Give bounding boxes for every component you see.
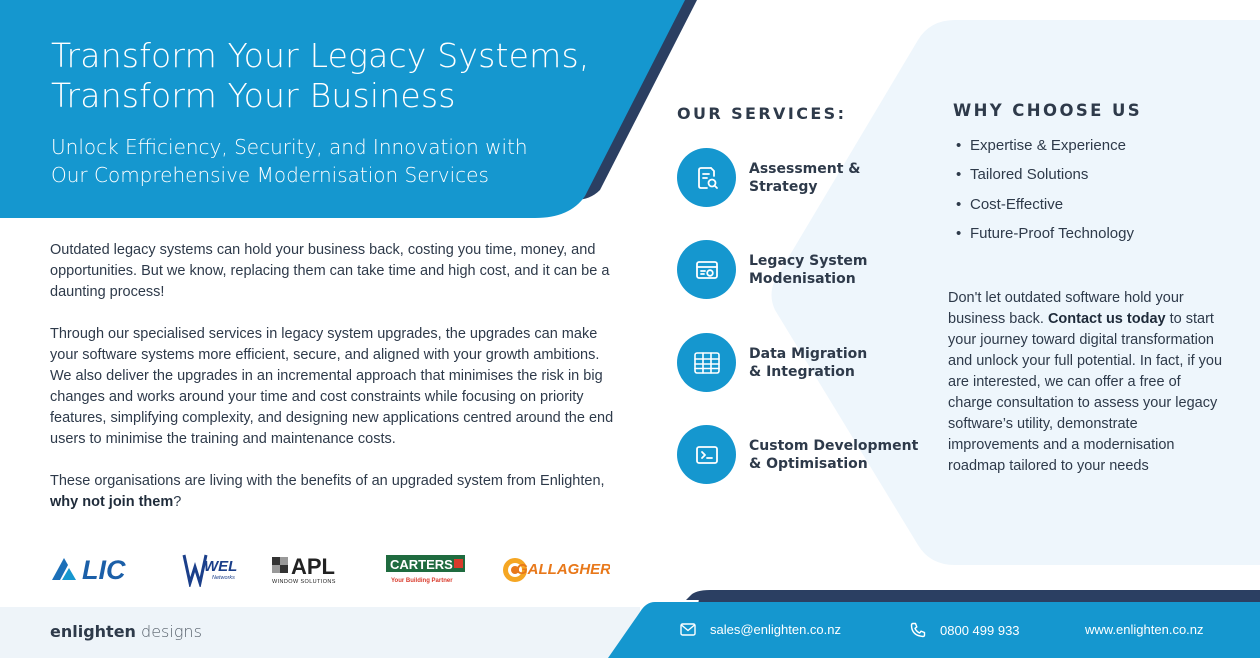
lic-logo-text: LIC bbox=[82, 555, 126, 584]
document-search-icon bbox=[677, 148, 736, 207]
service-custom-development: Custom Development & Optimisation bbox=[677, 425, 927, 485]
carters-logo-subtext: Your Building Partner bbox=[391, 578, 453, 584]
apl-logo-subtext: WINDOW SOLUTIONS bbox=[272, 579, 336, 585]
gallagher-logo-text: GALLAGHER bbox=[516, 561, 610, 578]
mail-icon bbox=[680, 623, 696, 636]
services-heading: OUR SERVICES: bbox=[677, 104, 847, 123]
wel-logo-text: WEL bbox=[204, 558, 237, 575]
why-choose-us-list: •Expertise & Experience •Tailored Soluti… bbox=[956, 131, 1134, 248]
hero-title-line-2: Transform Your Business bbox=[51, 76, 456, 115]
lic-logo: LIC bbox=[50, 548, 150, 588]
why-choose-us-heading: WHY CHOOSE US bbox=[953, 101, 1143, 120]
list-item: •Expertise & Experience bbox=[956, 137, 1126, 154]
carters-logo-text: CARTERS bbox=[390, 557, 453, 572]
hero-subtitle-line-1: Unlock Efficiency, Security, and Innovat… bbox=[51, 135, 528, 159]
service-assessment-strategy: Assessment & Strategy bbox=[677, 148, 927, 208]
footer-phone[interactable]: 0800 499 933 bbox=[910, 622, 1020, 638]
monitor-settings-icon bbox=[677, 240, 736, 299]
apl-logo: APL WINDOW SOLUTIONS bbox=[270, 548, 356, 588]
hero-title: Transform Your Legacy Systems, Transform… bbox=[51, 36, 651, 116]
contact-us-emphasis: Contact us today bbox=[1047, 311, 1166, 327]
intro-paragraph-1: Outdated legacy systems can hold your bu… bbox=[50, 242, 610, 300]
enlighten-designs-logo: enlighten designs bbox=[50, 622, 202, 641]
website-link[interactable]: www.enlighten.co.nz bbox=[1085, 622, 1204, 637]
hero-blue-banner bbox=[0, 0, 685, 218]
hero-subtitle: Unlock Efficiency, Security, and Innovat… bbox=[51, 133, 611, 189]
footer-light-strip bbox=[0, 607, 640, 658]
service-label: Assessment & Strategy bbox=[749, 161, 861, 195]
terminal-icon bbox=[677, 425, 736, 484]
gallagher-logo: GALLAGHER bbox=[498, 548, 610, 588]
wel-logo-subtext: Networks bbox=[212, 575, 235, 581]
footer-website[interactable]: www.enlighten.co.nz bbox=[1085, 622, 1204, 637]
intro-paragraph-2: Through our specialised services in lega… bbox=[50, 326, 614, 447]
intro-paragraph-3: These organisations are living with the … bbox=[50, 473, 605, 510]
pale-hexagon-panel bbox=[771, 20, 1260, 565]
list-item: •Future-Proof Technology bbox=[956, 224, 1134, 242]
join-them-emphasis: why not join them bbox=[50, 494, 174, 510]
service-label: Custom Development & Optimisation bbox=[749, 438, 919, 472]
hero-title-line-1: Transform Your Legacy Systems, bbox=[51, 36, 590, 75]
service-legacy-modernisation: Legacy System Modenisation bbox=[677, 240, 927, 300]
list-item: •Cost-Effective bbox=[956, 195, 1064, 213]
footer-blue-bar bbox=[608, 602, 1260, 658]
list-item: •Tailored Solutions bbox=[956, 166, 1089, 184]
call-to-action-text: Don't let outdated software hold your bu… bbox=[948, 290, 1223, 474]
phone-number[interactable]: 0800 499 933 bbox=[940, 622, 1020, 638]
carters-logo: CARTERS Your Building Partner bbox=[386, 548, 466, 588]
intro-text: Outdated legacy systems can hold your bu… bbox=[50, 240, 620, 534]
apl-logo-text: APL bbox=[291, 554, 335, 579]
data-grid-icon bbox=[677, 333, 736, 392]
email-link[interactable]: sales@enlighten.co.nz bbox=[710, 622, 841, 637]
service-label: Legacy System Modenisation bbox=[749, 253, 868, 287]
footer-email[interactable]: sales@enlighten.co.nz bbox=[680, 622, 841, 637]
wel-networks-logo: WEL Networks bbox=[182, 548, 242, 588]
service-data-migration: Data Migration & Integration bbox=[677, 333, 927, 393]
hero-subtitle-line-2: Our Comprehensive Modernisation Services bbox=[51, 163, 489, 187]
service-label: Data Migration & Integration bbox=[749, 346, 868, 380]
phone-icon bbox=[910, 622, 926, 638]
client-logos: LIC WEL Networks APL WINDOW SOLUTIONS CA… bbox=[50, 548, 620, 588]
